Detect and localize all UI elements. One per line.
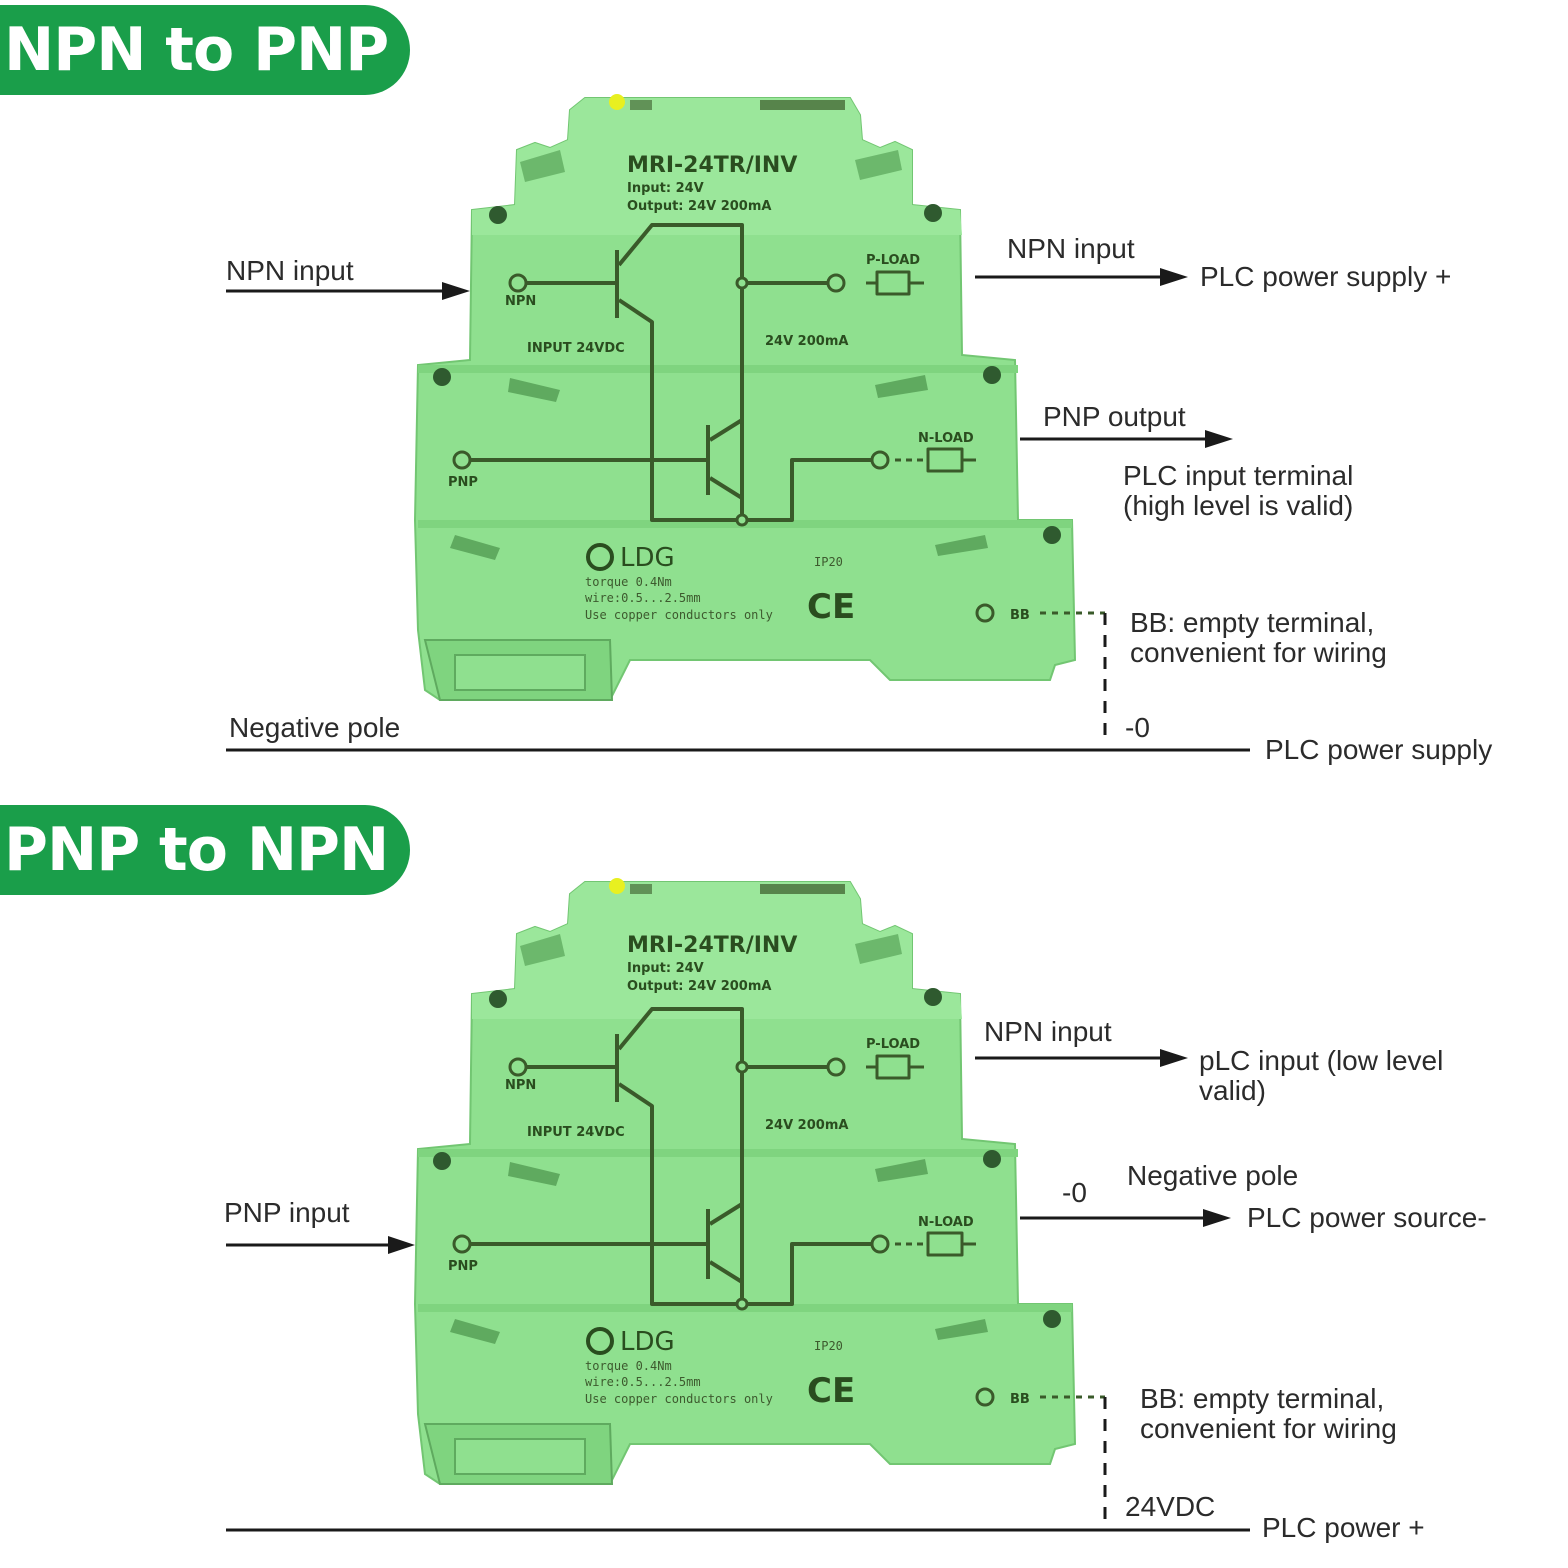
brand-logo-icon <box>586 1327 614 1355</box>
device-input-rating: Input: 24V <box>627 961 704 976</box>
left-input-label: NPN input <box>226 255 354 286</box>
bottom-left-label: Negative pole <box>229 712 400 743</box>
n-load-label: N-LOAD <box>918 1215 974 1230</box>
wire-spec: wire:0.5...2.5mm <box>585 591 701 605</box>
arrowhead-icon <box>1205 430 1233 448</box>
ip-rating: IP20 <box>814 555 843 569</box>
arrowhead-icon <box>1203 1209 1231 1227</box>
middle-right-target: PLC power source- <box>1247 1202 1487 1233</box>
ce-mark: CE <box>807 1371 855 1411</box>
pnp-to-npn-diagram: MRI-24TR/INV Input: 24V Output: 24V 200m… <box>224 877 1487 1543</box>
bb-note-line2: convenient for wiring <box>1140 1413 1397 1444</box>
copper-note: Use copper conductors only <box>585 1392 773 1406</box>
top-right-label: NPN input <box>1007 233 1135 264</box>
ce-mark: CE <box>807 587 855 627</box>
bb-note-line1: BB: empty terminal, <box>1140 1383 1384 1414</box>
brand-logo-icon <box>586 543 614 571</box>
device-module: MRI-24TR/INV Input: 24V Output: 24V 200m… <box>414 93 1107 701</box>
device-output-rating: Output: 24V 200mA <box>627 199 771 214</box>
top-right-target-line1: pLC input (low level <box>1199 1045 1443 1076</box>
middle-right-target-line2: (high level is valid) <box>1123 490 1353 521</box>
top-right-target: PLC power supply + <box>1200 261 1451 292</box>
input-voltage-label: INPUT 24VDC <box>527 1125 625 1140</box>
device-input-rating: Input: 24V <box>627 181 704 196</box>
middle-right-label: PNP output <box>1043 401 1186 432</box>
torque-spec: torque 0.4Nm <box>585 575 672 589</box>
bottom-value: 24VDC <box>1125 1491 1215 1522</box>
bb-note-line2: convenient for wiring <box>1130 637 1387 668</box>
bb-terminal-label: BB <box>1010 1392 1030 1407</box>
p-load-label: P-LOAD <box>866 253 920 268</box>
device-module: MRI-24TR/INV Input: 24V Output: 24V 200m… <box>414 877 1107 1485</box>
bottom-target: PLC power supply <box>1265 734 1492 765</box>
arrowhead-icon <box>388 1236 415 1254</box>
arrowhead-icon <box>1160 268 1188 286</box>
ip-rating: IP20 <box>814 1339 843 1353</box>
wire-spec: wire:0.5...2.5mm <box>585 1375 701 1389</box>
device-model: MRI-24TR/INV <box>627 153 797 178</box>
middle-right-target-line1: PLC input terminal <box>1123 460 1353 491</box>
bottom-value: -0 <box>1125 712 1150 743</box>
copper-note: Use copper conductors only <box>585 608 773 622</box>
top-right-label: NPN input <box>984 1016 1112 1047</box>
device-output-rating: Output: 24V 200mA <box>627 979 771 994</box>
output-spec-label: 24V 200mA <box>765 334 848 349</box>
section-title: PNP to NPN <box>4 815 389 885</box>
output-spec-label: 24V 200mA <box>765 1118 848 1133</box>
pnp-to-npn-section: PNP to NPN MRI-24TR/INV Input: 24V Outpu… <box>0 784 1568 1568</box>
section-banner: NPN to PNP <box>0 5 410 95</box>
input-voltage-label: INPUT 24VDC <box>527 341 625 356</box>
brand-logo: LDG <box>620 543 675 573</box>
n-load-label: N-LOAD <box>918 431 974 446</box>
npn-to-pnp-diagram: MRI-24TR/INV Input: 24V Output: 24V 200m… <box>226 93 1492 765</box>
top-right-target-line2: valid) <box>1199 1075 1266 1106</box>
pnp-terminal-label: PNP <box>448 475 478 490</box>
npn-to-pnp-section: NPN to PNP MRI-24TR/INV Input: 24V Outpu… <box>0 5 1492 765</box>
npn-terminal-label: NPN <box>505 294 536 309</box>
left-input-label: PNP input <box>224 1197 350 1228</box>
npn-terminal-label: NPN <box>505 1078 536 1093</box>
p-load-label: P-LOAD <box>866 1037 920 1052</box>
middle-right-label: Negative pole <box>1127 1160 1298 1191</box>
device-model: MRI-24TR/INV <box>627 933 797 958</box>
bottom-target: PLC power + <box>1262 1512 1425 1543</box>
bb-note-line1: BB: empty terminal, <box>1130 607 1374 638</box>
middle-value: -0 <box>1062 1177 1087 1208</box>
brand-logo: LDG <box>620 1327 675 1357</box>
torque-spec: torque 0.4Nm <box>585 1359 672 1373</box>
bb-terminal-label: BB <box>1010 608 1030 623</box>
arrowhead-icon <box>1160 1049 1188 1067</box>
arrowhead-icon <box>442 282 470 300</box>
pnp-terminal-label: PNP <box>448 1259 478 1274</box>
section-title: NPN to PNP <box>4 15 389 85</box>
section-banner: PNP to NPN <box>0 805 410 895</box>
